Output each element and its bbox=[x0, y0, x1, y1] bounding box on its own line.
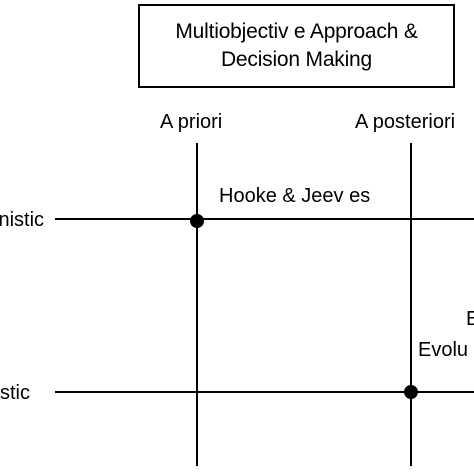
method-label-partial-e: E bbox=[466, 308, 474, 330]
column-label-a-priori: A priori bbox=[160, 111, 223, 133]
method-label-evolutionary: Evolu bbox=[418, 339, 469, 361]
row-label-stochastic: stic bbox=[0, 382, 30, 404]
intersection-dot-hooke-jeeves bbox=[190, 214, 204, 228]
title-line-2: Decision Making bbox=[220, 48, 373, 71]
title-line-1: Multiobjectiv e Approach & bbox=[175, 20, 418, 43]
intersection-dot-evolutionary bbox=[404, 385, 418, 399]
method-label-hooke-jeeves: Hooke & Jeev es bbox=[219, 185, 371, 207]
title-box: Multiobjectiv e Approach & Decision Maki… bbox=[138, 4, 455, 88]
column-label-a-posteriori: A posteriori bbox=[355, 111, 456, 133]
